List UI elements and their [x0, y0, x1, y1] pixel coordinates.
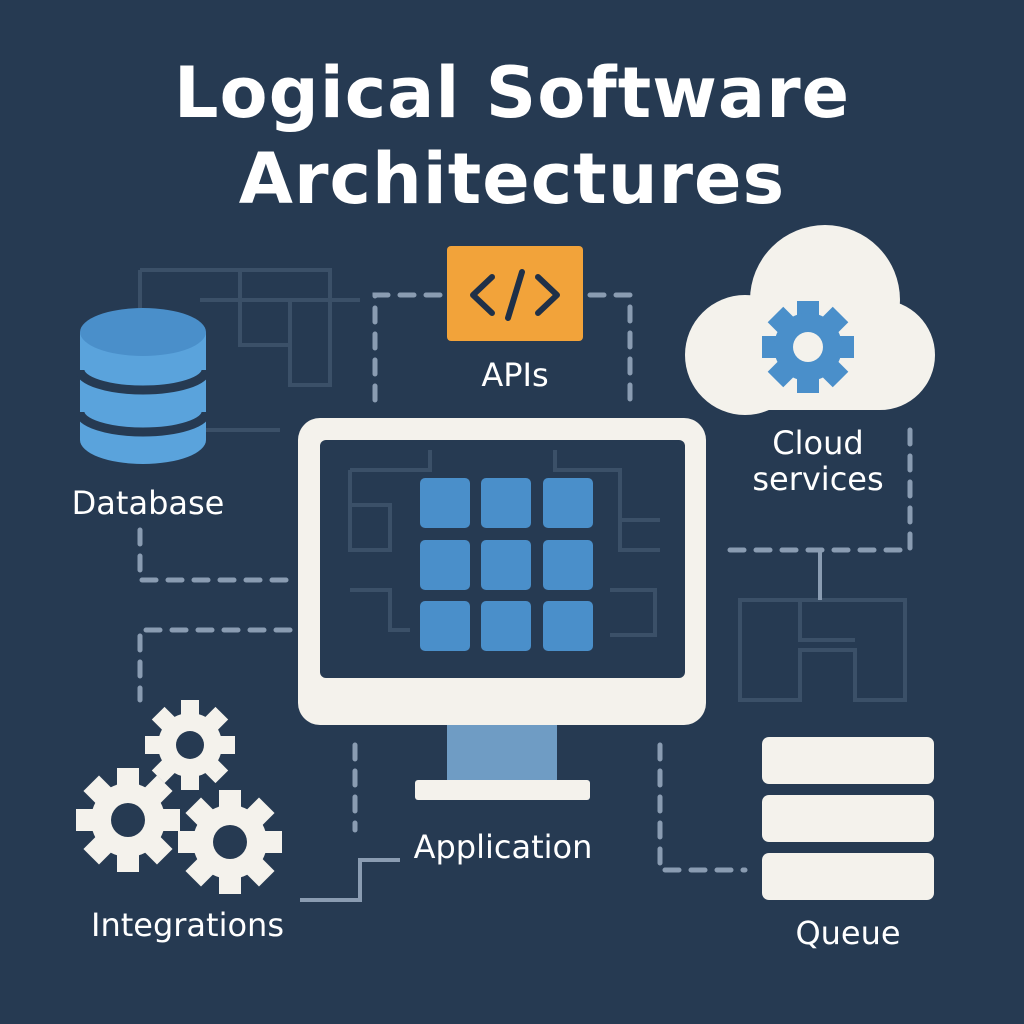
app-tile-grid [420, 478, 593, 651]
page-title-line-1: Logical Software [173, 52, 851, 134]
monitor-base [415, 780, 590, 800]
connector-cloud [722, 427, 913, 553]
database-label: Database [71, 484, 225, 522]
application-label: Application [413, 828, 593, 866]
queue-label: Queue [795, 914, 901, 952]
database-cylinder-icon [75, 308, 211, 464]
page-title-line-2: Architectures [238, 138, 786, 220]
integrations-label: Integrations [91, 906, 284, 944]
apis-label: APIs [481, 356, 549, 394]
apis-node [447, 246, 583, 341]
monitor-grid-icon [298, 418, 706, 800]
connector-apis-left [372, 292, 443, 403]
gears-icon [76, 700, 282, 894]
connector-database [137, 527, 293, 583]
connector-integrations [137, 627, 293, 703]
cloud-gear-icon [685, 225, 935, 415]
cloud-label-line-2: services [752, 460, 884, 498]
connector-apis-right [587, 292, 633, 403]
monitor-stand [447, 725, 557, 783]
queue-stack-icon [762, 737, 934, 900]
connector-queue [657, 742, 748, 873]
solid-connectors [300, 550, 822, 902]
cloud-label-line-1: Cloud [772, 424, 864, 462]
dashed-connectors [137, 292, 913, 873]
